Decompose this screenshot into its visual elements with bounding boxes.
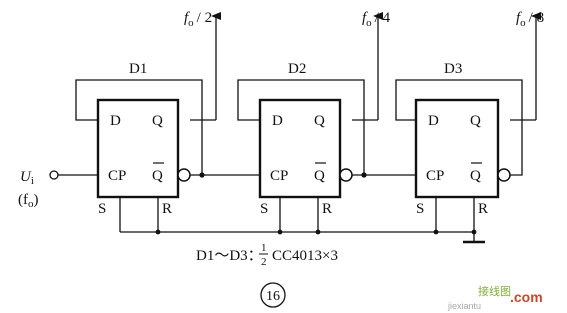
d2-qbar-bubble-icon [339, 168, 353, 182]
watermark-domain: .com [510, 289, 543, 305]
d3-pin-r: R [478, 201, 488, 217]
d1-pin-s: S [98, 201, 106, 217]
d1-pin-d: D [110, 113, 121, 129]
d1-pin-cp: CP [108, 168, 126, 184]
d3-pin-s: S [416, 201, 424, 217]
flipflop-d3 [414, 98, 500, 199]
d2-pin-qbar: Q [314, 168, 325, 184]
d1-pin-q: Q [152, 113, 163, 129]
junction-dot [471, 229, 477, 235]
junction-dot [433, 229, 439, 235]
output-label-1: fo/ 2 [184, 10, 212, 29]
input-label: Ui [20, 169, 34, 187]
input-terminal-icon [49, 170, 59, 180]
caption-frac-den: 2 [261, 256, 267, 268]
output-label-3: fo/ 8 [516, 10, 544, 29]
caption-suffix: CC4013×3 [272, 248, 338, 264]
d3-pin-cp: CP [426, 168, 444, 184]
d2-pin-r: R [322, 201, 332, 217]
figure-number: 16 [266, 289, 280, 304]
flipflop-d2 [258, 98, 342, 199]
d3-pin-d: D [428, 113, 439, 129]
junction-dots [155, 172, 477, 235]
d3-label: D3 [444, 61, 462, 77]
watermark-text: 接线图 [478, 284, 511, 298]
output-label-2: fo/ 4 [362, 10, 391, 29]
junction-dot [155, 229, 161, 235]
caption-frac-num: 1 [261, 242, 267, 254]
d2-pin-q: Q [314, 113, 325, 129]
junction-dot [361, 172, 367, 178]
watermark-subtext: jiexiantu [447, 301, 481, 311]
flipflop-d1 [96, 98, 180, 199]
d3-feedback-wire [395, 79, 523, 176]
d2-label: D2 [288, 61, 306, 77]
d2-pin-s: S [260, 201, 268, 217]
d2-pin-cp: CP [270, 168, 288, 184]
junction-dot [315, 229, 321, 235]
caption-prefix: D1～D3： [196, 248, 263, 264]
d1-label: D1 [129, 61, 147, 77]
d3-qbar-bubble-icon [497, 168, 511, 182]
watermark: 接线图 .com jiexiantu [447, 284, 543, 311]
d2-pin-d: D [272, 113, 283, 129]
junction-dot [199, 172, 205, 178]
junction-dot [277, 229, 283, 235]
input-alt-label: (fo) [18, 192, 39, 210]
figure-number-circle-icon [260, 282, 286, 308]
d1-pin-r: R [162, 201, 172, 217]
d1-pin-qbar: Q [152, 168, 163, 184]
d3-pin-q: Q [470, 113, 481, 129]
d3-pin-qbar: Q [470, 168, 481, 184]
d1-qbar-bubble-icon [177, 168, 191, 182]
